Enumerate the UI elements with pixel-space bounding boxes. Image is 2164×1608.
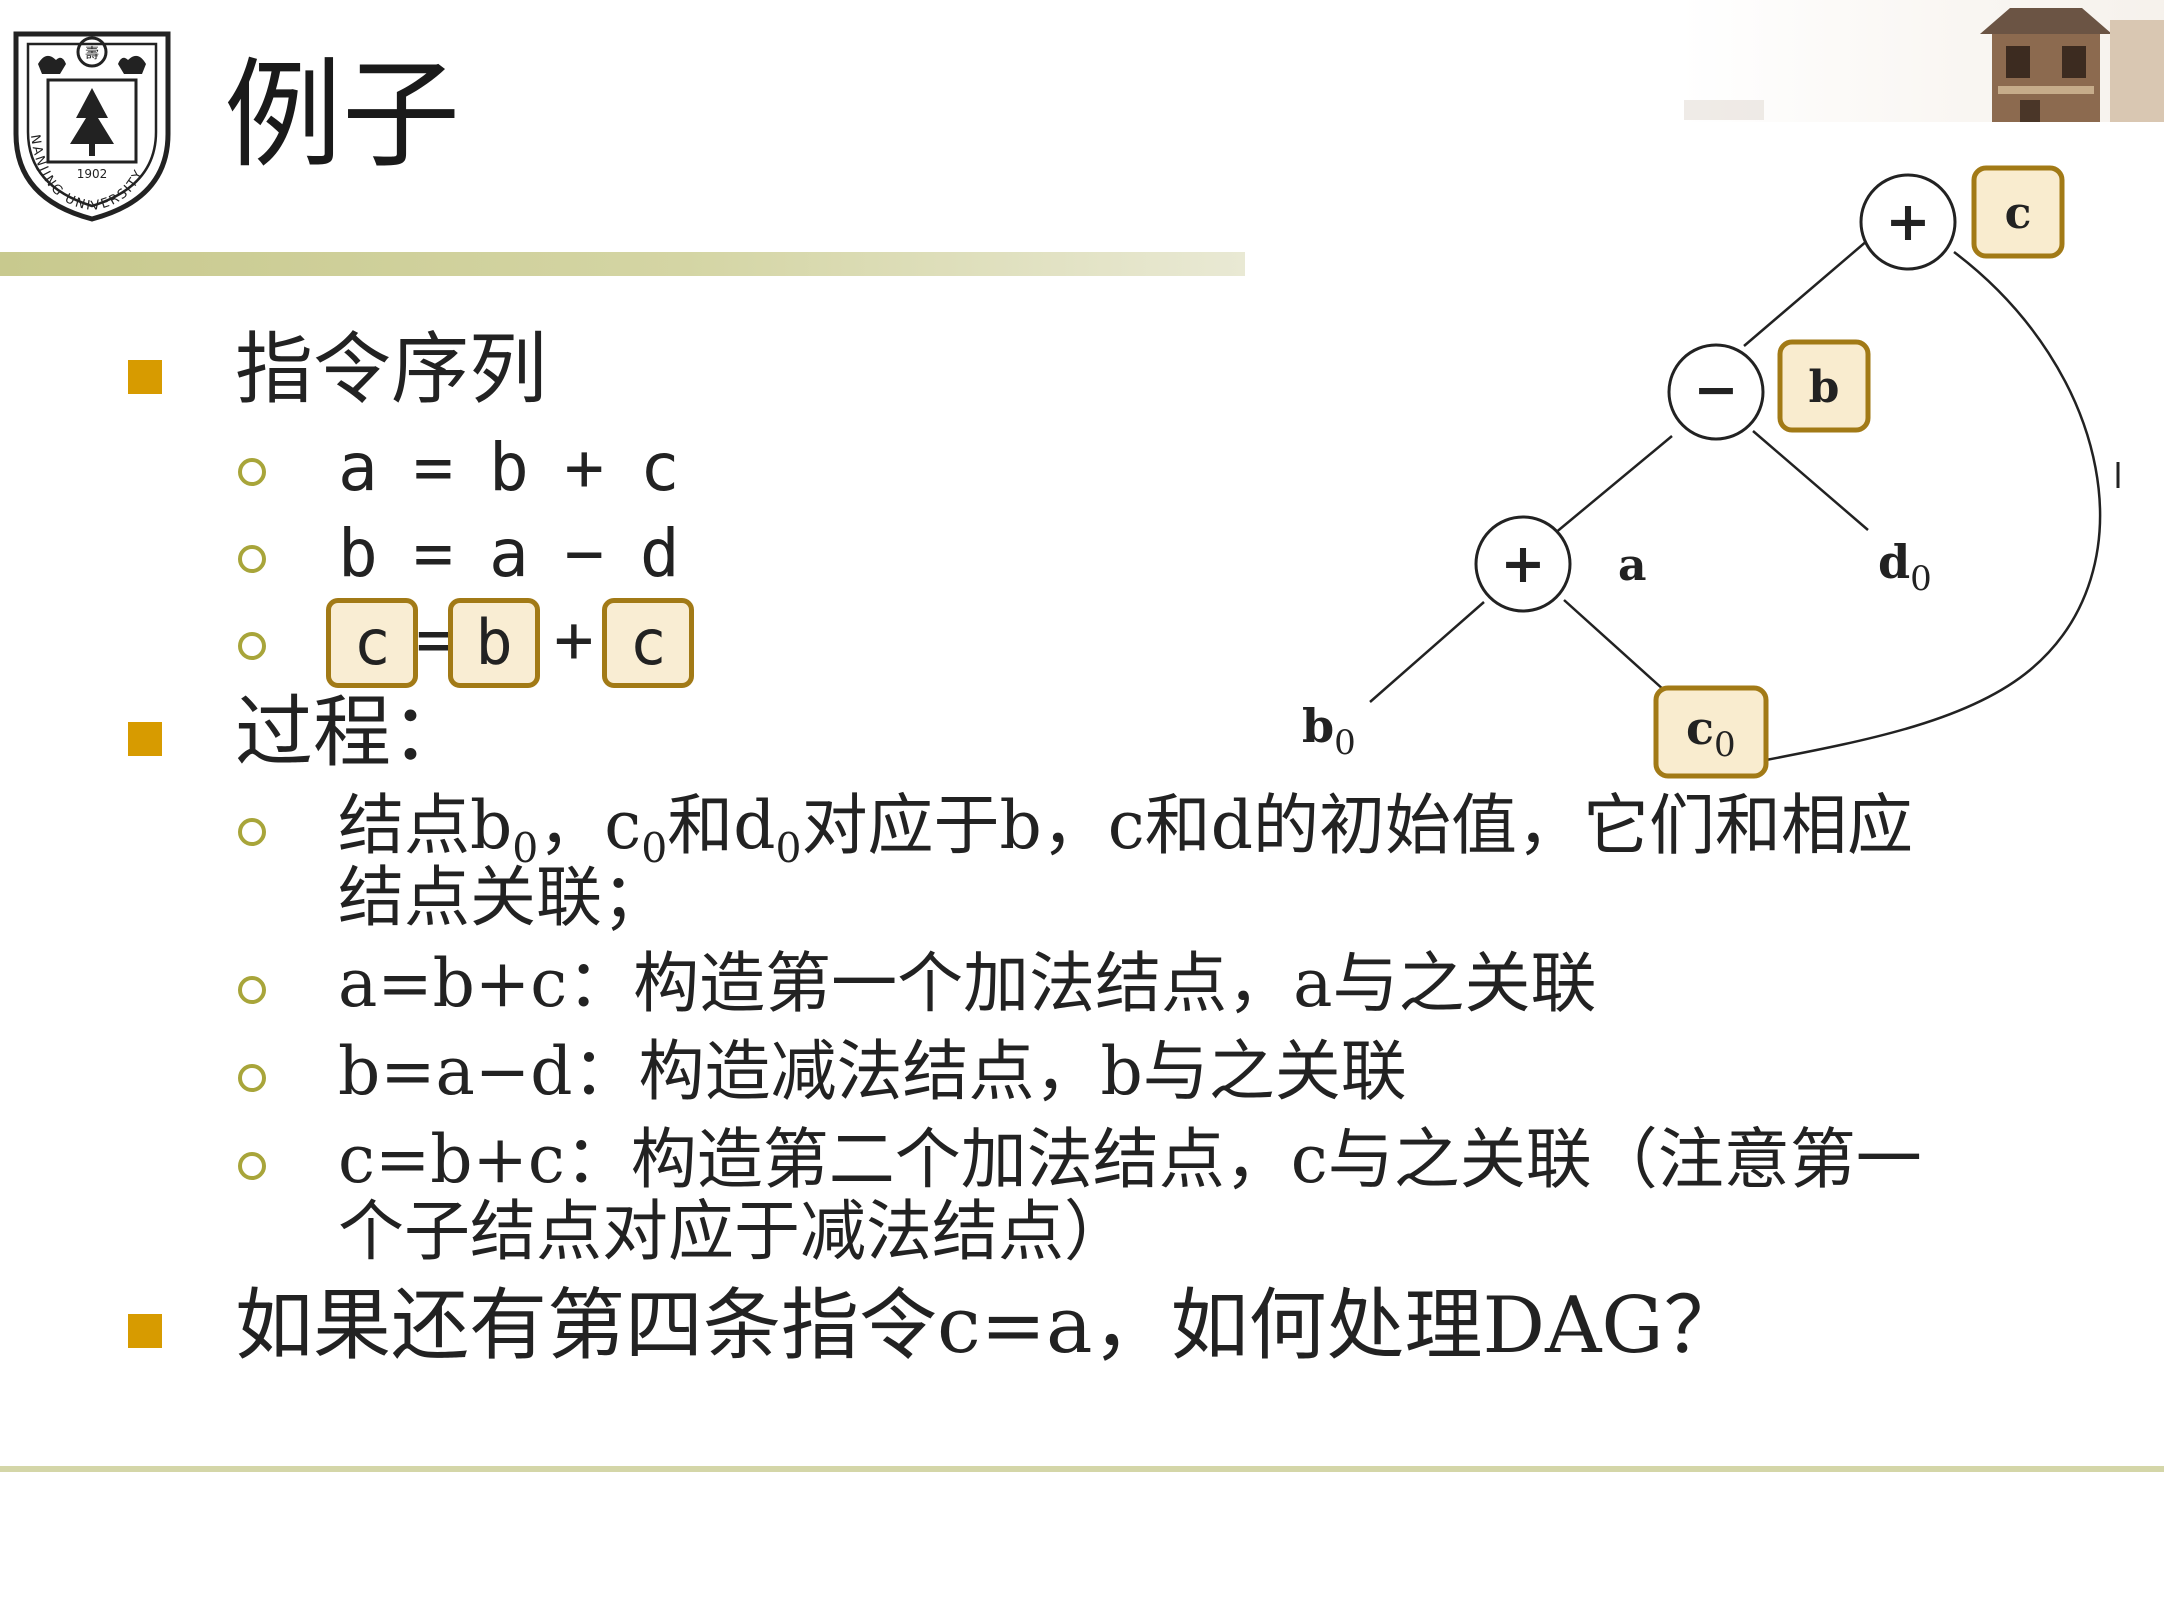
bullet-square-icon — [128, 1314, 162, 1348]
instruction-line: b = a − d — [338, 515, 680, 592]
dag-leaf-d0: d0 — [1878, 535, 1932, 599]
tower-photo — [1680, 0, 2164, 122]
dag-edge — [1369, 601, 1485, 703]
svg-text:b0: b0 — [1302, 699, 1356, 763]
dag-label-a: a — [1618, 540, 1647, 591]
dag-edge — [1743, 239, 1869, 347]
bullet-ring-icon — [238, 458, 266, 486]
process-step-sub: b=a−d：构造减法结点，b与之关联 — [338, 1033, 1407, 1110]
svg-text:壽: 壽 — [85, 46, 99, 62]
bullet-square-icon — [128, 722, 162, 756]
dag-edge — [1765, 251, 2102, 762]
process-step-add2: c=b+c：构造第二个加法结点，c与之关联（注意第一 — [338, 1121, 1922, 1198]
svg-text:−: − — [1693, 357, 1738, 421]
dag-leaf-b0: b0 — [1302, 699, 1356, 763]
highlight-b-operand: b — [448, 598, 540, 688]
instruction-line: a = b + c — [338, 429, 680, 506]
svg-text:b: b — [1809, 362, 1840, 413]
bullet-ring-icon — [238, 1152, 266, 1180]
svg-text:1902: 1902 — [77, 167, 108, 181]
university-seal-logo: 壽 1902 NANJING UNIVERSITY — [13, 31, 171, 222]
dag-leaf-c0: c0 — [1653, 685, 1769, 779]
dag-label-c: c — [1971, 165, 2065, 259]
process-step-add1: a=b+c：构造第一个加法结点，a与之关联 — [338, 945, 1597, 1022]
dag-diagram: + − + c b a d0 b0 c0 — [1302, 165, 2120, 779]
bullet-ring-icon — [238, 818, 266, 846]
dag-label-b: b — [1777, 339, 1871, 433]
dag-node-sub: − — [1667, 343, 1765, 441]
bullet-ring-icon — [238, 1064, 266, 1092]
dag-edge — [1752, 430, 1869, 531]
plus-sign: + — [554, 601, 594, 678]
process-step-add2-cont: 个子结点对应于减法结点） — [338, 1193, 1130, 1270]
bullet-ring-icon — [238, 976, 266, 1004]
dag-node-add-top: + — [1859, 173, 1957, 271]
process-step-initial-nodes-cont: 结点关联； — [338, 859, 668, 936]
bullet-instruction-sequence: 指令序列 — [235, 325, 548, 415]
bullet-ring-icon — [238, 545, 266, 573]
bullet-question-fourth-instruction: 如果还有第四条指令c=a，如何处理DAG？ — [235, 1281, 1742, 1371]
svg-text:+: + — [1885, 189, 1930, 253]
dag-node-add-bottom: + — [1474, 515, 1572, 613]
dag-edge — [1563, 599, 1676, 701]
bullet-square-icon — [128, 360, 162, 394]
svg-text:d0: d0 — [1878, 535, 1932, 599]
svg-text:+: + — [1500, 531, 1545, 595]
page-title: 例子 — [224, 46, 461, 184]
svg-text:c: c — [2005, 188, 2032, 239]
highlight-c-result: c — [326, 598, 418, 688]
svg-text:c0: c0 — [1686, 701, 1736, 765]
bullet-ring-icon — [238, 632, 266, 660]
dag-edge — [1553, 435, 1673, 535]
title-divider — [0, 252, 1245, 276]
bullet-process: 过程： — [235, 688, 470, 778]
footer-divider — [0, 1466, 2164, 1472]
highlight-c-operand: c — [602, 598, 694, 688]
process-step-initial-nodes: 结点b0，c0和d0对应于b，c和d的初始值，它们和相应 — [338, 787, 1914, 873]
